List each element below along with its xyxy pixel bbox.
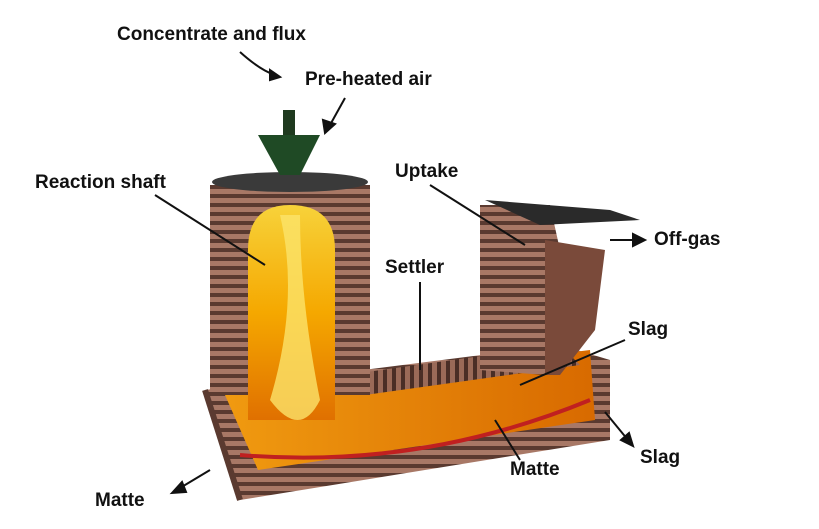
uptake	[480, 200, 640, 375]
label-slag-layer: Slag	[628, 319, 669, 340]
label-slag-outlet: Slag	[640, 447, 681, 468]
label-reaction-shaft: Reaction shaft	[35, 172, 166, 193]
label-pre-heated-air: Pre-heated air	[305, 69, 432, 90]
label-concentrate-and-flux: Concentrate and flux	[117, 24, 306, 45]
burner	[258, 110, 320, 175]
leader-lines	[154, 51, 648, 495]
label-settler: Settler	[385, 257, 445, 278]
label-matte-outlet: Matte	[95, 490, 145, 511]
label-matte-layer: Matte	[510, 459, 560, 480]
label-uptake: Uptake	[395, 161, 459, 182]
label-off-gas: Off-gas	[654, 229, 721, 250]
reaction-shaft	[210, 172, 370, 420]
